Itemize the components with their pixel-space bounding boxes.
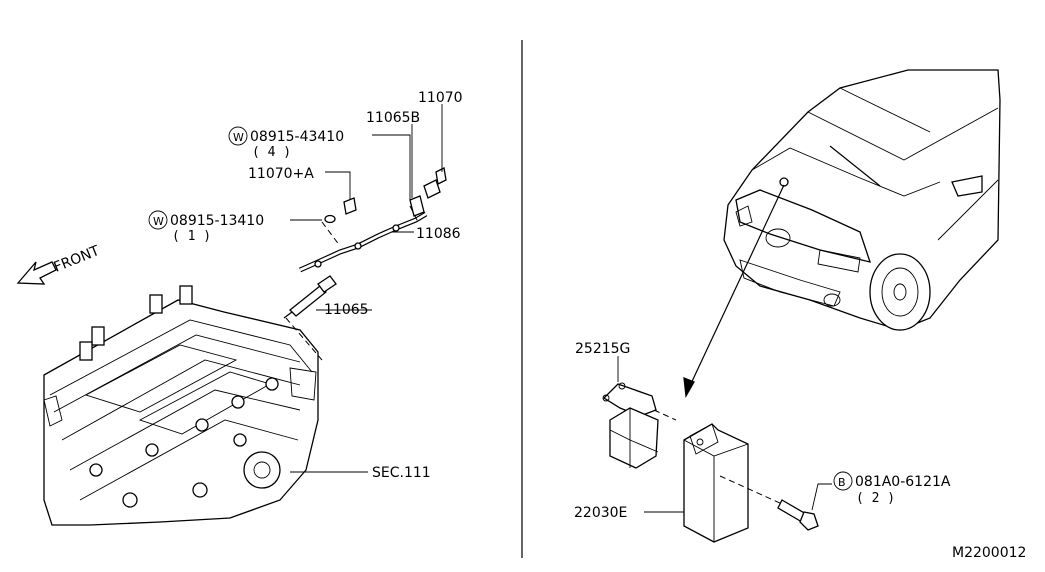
location-arrow-head bbox=[683, 376, 695, 399]
bolt-081a0-6121a bbox=[777, 499, 819, 531]
quantity-label-2: ( 2 ) bbox=[856, 491, 895, 506]
quantity-label-1: ( 1 ) bbox=[172, 229, 211, 244]
washer-nut-small bbox=[324, 214, 336, 224]
quantity-label-4: ( 4 ) bbox=[252, 145, 291, 160]
svg-text:B: B bbox=[838, 476, 846, 489]
bushing-11065b bbox=[409, 195, 425, 217]
section-reference-111: SEC.111 bbox=[372, 465, 431, 481]
front-direction-arrow bbox=[16, 261, 57, 285]
glow-plug-connecting-plate bbox=[298, 211, 428, 273]
nut-11070 bbox=[423, 167, 447, 199]
part-label-11070: 11070 bbox=[418, 90, 463, 106]
vehicle-pickup-truck bbox=[723, 69, 1001, 331]
nut-11070-a bbox=[343, 197, 357, 215]
svg-text:W: W bbox=[233, 131, 244, 144]
engine-cylinder-head bbox=[43, 285, 319, 526]
part-label-11065: 11065 bbox=[324, 302, 369, 318]
part-label-08915-43410: 08915-43410 bbox=[250, 129, 344, 145]
part-label-08915-13410: 08915-13410 bbox=[170, 213, 264, 229]
glow-plug bbox=[283, 275, 337, 319]
diagram-id: M2200012 bbox=[952, 545, 1026, 561]
washer-symbol-2: W bbox=[148, 210, 168, 230]
relay-25215g bbox=[602, 382, 659, 469]
front-label: FRONT bbox=[52, 243, 103, 276]
part-label-11065b: 11065B bbox=[366, 110, 420, 126]
bolt-symbol: B bbox=[833, 471, 853, 491]
part-label-22030e: 22030E bbox=[574, 505, 627, 521]
location-arrow-line bbox=[687, 184, 785, 391]
washer-symbol-1: W bbox=[228, 126, 248, 146]
part-label-11086: 11086 bbox=[416, 226, 461, 242]
part-label-081a0-6121a: 081A0-6121A bbox=[855, 474, 951, 490]
glow-control-module-22030e bbox=[683, 423, 749, 543]
svg-text:W: W bbox=[153, 215, 164, 228]
part-label-11070-a: 11070+A bbox=[248, 166, 314, 182]
part-label-25215g: 25215G bbox=[575, 341, 630, 357]
